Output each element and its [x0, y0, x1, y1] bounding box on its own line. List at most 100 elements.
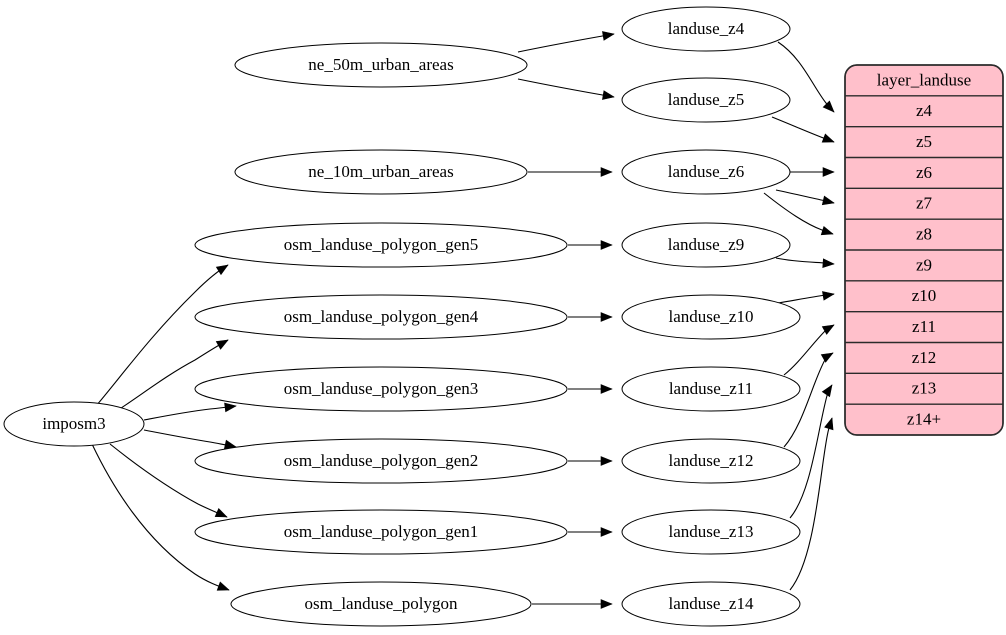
edge-arrowhead: [822, 258, 835, 269]
table-row-z8[interactable]: z8: [845, 219, 1003, 250]
node-label: osm_landuse_polygon_gen5: [284, 235, 479, 254]
edge-arrowhead: [600, 527, 613, 537]
edge-line: [143, 405, 237, 421]
edge-landuse_z13-to-z13: [789, 384, 833, 519]
table-row-z5[interactable]: z5: [845, 127, 1003, 158]
node-ellipse: [621, 509, 801, 555]
node-ellipse: [3, 401, 145, 447]
nodes-layer: imposm3 ne_50m_urban_areas ne_10m_urban_ar…: [3, 6, 801, 627]
table-row-z6[interactable]: z6: [845, 158, 1003, 189]
edge-landuse_z4-to-z4: [777, 41, 835, 113]
edge-line: [763, 192, 834, 235]
node-ellipse: [621, 77, 791, 123]
node-label: ne_50m_urban_areas: [308, 55, 453, 74]
edge-arrowhead: [820, 225, 834, 236]
edge-imposm3-to-osm_landuse_polygon_gen5: [95, 264, 229, 407]
view-node-landuse_z11[interactable]: landuse_z11: [621, 366, 801, 412]
node-label: osm_landuse_polygon_gen2: [284, 451, 479, 470]
edge-landuse_z6-to-z6: [790, 167, 835, 177]
table-row-z12[interactable]: z12: [845, 343, 1003, 374]
node-ellipse: [621, 6, 791, 52]
node-ellipse: [194, 222, 568, 268]
input-node-ne_10m_urban_areas[interactable]: ne_10m_urban_areas: [234, 149, 528, 195]
table-row-label: z14+: [907, 409, 941, 428]
table-row-z13[interactable]: z13: [845, 373, 1003, 404]
table-header-label: layer_landuse: [877, 70, 971, 89]
table-row-z7[interactable]: z7: [845, 188, 1003, 219]
node-label: landuse_z10: [669, 307, 754, 326]
edge-arrowhead: [822, 167, 835, 177]
edge-arrowhead: [216, 581, 230, 591]
edge-line: [114, 339, 229, 413]
edge-arrowhead: [600, 456, 613, 466]
view-node-landuse_z9[interactable]: landuse_z9: [621, 222, 791, 268]
view-node-landuse_z6[interactable]: landuse_z6: [621, 149, 791, 195]
table-row-z4[interactable]: z4: [845, 96, 1003, 127]
node-label: landuse_z13: [669, 522, 754, 541]
edge-line: [517, 33, 615, 53]
view-node-landuse_z4[interactable]: landuse_z4: [621, 6, 791, 52]
node-ellipse: [194, 366, 568, 412]
edge-osm_landuse_polygon_gen3-to-landuse_z11: [568, 384, 613, 394]
table-row-z14plus[interactable]: z14+: [845, 404, 1003, 435]
node-ellipse: [621, 438, 801, 484]
table-row-z10[interactable]: z10: [845, 281, 1003, 312]
source-node-imposm3[interactable]: imposm3: [3, 401, 145, 447]
view-node-landuse_z12[interactable]: landuse_z12: [621, 438, 801, 484]
node-ellipse: [234, 149, 528, 195]
input-node-osm_landuse_polygon[interactable]: osm_landuse_polygon: [230, 581, 532, 627]
node-ellipse: [194, 509, 568, 555]
edge-arrowhead: [600, 599, 613, 609]
table-row-label: z8: [916, 224, 932, 243]
node-label: ne_10m_urban_areas: [308, 162, 453, 181]
node-label: landuse_z4: [668, 19, 745, 38]
table-row-label: z13: [912, 379, 937, 398]
input-node-osm_landuse_polygon_gen1[interactable]: osm_landuse_polygon_gen1: [194, 509, 568, 555]
node-label: imposm3: [42, 414, 105, 433]
view-node-landuse_z13[interactable]: landuse_z13: [621, 509, 801, 555]
node-label: osm_landuse_polygon: [305, 594, 458, 613]
table-row-z11[interactable]: z11: [845, 312, 1003, 343]
edge-arrowhead: [602, 90, 615, 100]
table-row-label: z4: [916, 101, 933, 120]
edge-landuse_z9-to-z9: [775, 257, 835, 269]
node-label: landuse_z5: [668, 90, 744, 109]
node-label: osm_landuse_polygon_gen4: [284, 307, 479, 326]
table-row-label: z11: [912, 317, 936, 336]
edge-osm_landuse_polygon_gen5-to-landuse_z9: [568, 240, 613, 250]
view-node-landuse_z10[interactable]: landuse_z10: [621, 294, 801, 340]
edge-imposm3-to-osm_landuse_polygon_gen3: [143, 402, 237, 421]
edge-arrowhead: [600, 384, 613, 394]
edge-arrowhead: [820, 352, 834, 363]
node-ellipse: [621, 366, 801, 412]
table-row-label: z9: [916, 255, 932, 274]
input-node-osm_landuse_polygon_gen2[interactable]: osm_landuse_polygon_gen2: [194, 438, 568, 484]
input-node-osm_landuse_polygon_gen5[interactable]: osm_landuse_polygon_gen5: [194, 222, 568, 268]
edge-landuse_z10-to-z10: [777, 291, 835, 304]
edge-arrowhead: [214, 508, 228, 518]
table-row-label: z5: [916, 132, 932, 151]
edge-landuse_z6-to-z8: [763, 192, 834, 236]
table-row-z9[interactable]: z9: [845, 250, 1003, 281]
edge-osm_landuse_polygon_gen4-to-landuse_z10: [568, 312, 613, 322]
input-node-osm_landuse_polygon_gen3[interactable]: osm_landuse_polygon_gen3: [194, 366, 568, 412]
view-node-landuse_z14[interactable]: landuse_z14: [621, 581, 801, 627]
edge-arrowhead: [821, 195, 835, 206]
table-row-label: z10: [912, 286, 937, 305]
edge-arrowhead: [822, 291, 835, 301]
edge-imposm3-to-osm_landuse_polygon_gen1: [109, 443, 228, 518]
edge-arrowhead: [602, 31, 615, 41]
edge-imposm3-to-osm_landuse_polygon: [91, 443, 230, 591]
edge-arrowhead: [822, 100, 835, 113]
view-node-landuse_z5[interactable]: landuse_z5: [621, 77, 791, 123]
edge-ne_10m_urban_areas-to-landuse_z6: [528, 167, 613, 177]
input-node-ne_50m_urban_areas[interactable]: ne_50m_urban_areas: [234, 42, 528, 88]
input-node-osm_landuse_polygon_gen4[interactable]: osm_landuse_polygon_gen4: [194, 294, 568, 340]
edge-ne_50m_urban_areas-to-landuse_z4: [517, 31, 615, 53]
node-ellipse: [621, 149, 791, 195]
edge-landuse_z11-to-z11: [783, 324, 835, 376]
edge-imposm3-to-osm_landuse_polygon_gen4: [114, 339, 229, 413]
